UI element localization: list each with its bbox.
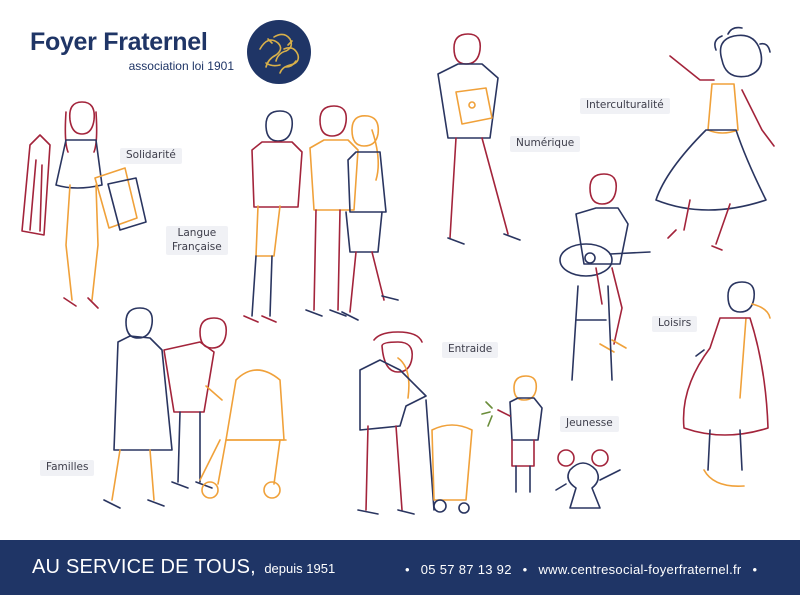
label-jeunesse: Jeunesse xyxy=(560,416,619,432)
bullet-icon: • xyxy=(752,562,758,577)
footer-band: AU SERVICE DE TOUS, depuis 1951 • 05 57 … xyxy=(0,540,800,595)
man-laptop-illustration xyxy=(437,33,521,245)
footer-tagline: AU SERVICE DE TOUS, depuis 1951 xyxy=(32,556,335,579)
hands-circle-icon xyxy=(247,20,311,84)
footer-website-link[interactable]: www.centresocial-foyerfraternel.fr xyxy=(538,562,742,577)
bullet-icon: • xyxy=(405,562,410,577)
three-friends-illustration xyxy=(243,105,399,323)
guitar-player-illustration xyxy=(559,173,651,381)
illustrations xyxy=(21,26,775,515)
footer-contact: • 05 57 87 13 92 • www.centresocial-foye… xyxy=(398,562,764,577)
footer-since: depuis 1951 xyxy=(264,561,336,576)
dancing-woman-illustration xyxy=(655,26,775,251)
elderly-woman-illustration xyxy=(682,281,771,487)
woman-shopping-illustration xyxy=(21,101,147,309)
label-solidarite: Solidarité xyxy=(120,148,182,164)
label-langue-line2: Française xyxy=(172,240,222,253)
brand-name: Foyer Fraternel xyxy=(30,28,208,56)
footer-title: AU SERVICE DE TOUS, xyxy=(32,556,256,578)
label-interculturalite: Interculturalité xyxy=(580,98,670,114)
label-entraide: Entraide xyxy=(442,342,499,358)
label-familles: Familles xyxy=(40,460,95,476)
label-langue-francaise: Langue Française xyxy=(166,226,228,256)
label-numerique: Numérique xyxy=(510,136,581,152)
elderly-man-trolley-illustration xyxy=(357,331,473,515)
mouse-toy-illustration xyxy=(555,449,621,509)
footer-phone[interactable]: 05 57 87 13 92 xyxy=(420,562,512,577)
family-stroller-illustration xyxy=(103,307,287,509)
label-langue-line1: Langue xyxy=(177,227,217,239)
child-illustration xyxy=(481,375,543,493)
brand-subtitle: association loi 1901 xyxy=(128,59,234,73)
bullet-icon: • xyxy=(522,562,528,577)
label-loisirs: Loisirs xyxy=(652,316,698,332)
brand-header: Foyer Fraternel association loi 1901 xyxy=(30,28,240,74)
